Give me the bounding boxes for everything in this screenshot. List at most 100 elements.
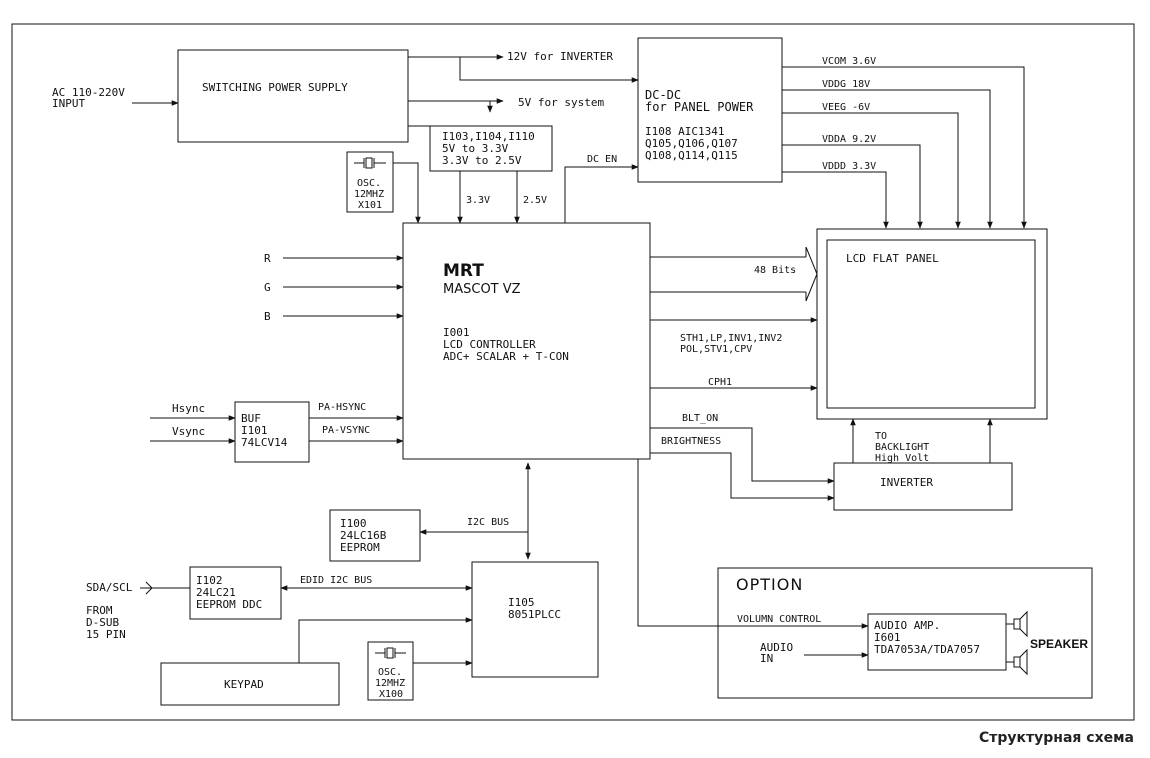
keypad-label: KEYPAD <box>224 678 264 691</box>
v12-label: 12V for INVERTER <box>507 50 613 63</box>
mcu-line-1: I105 <box>508 596 535 609</box>
dcdc-block <box>637 37 783 183</box>
from-label-2: D-SUB <box>86 616 119 629</box>
mrt-desc-2: LCD CONTROLLER <box>443 338 536 351</box>
regulator-line-1: I103,I104,I110 <box>442 130 535 143</box>
osc-top-line-1: OSC. <box>357 178 381 189</box>
mrt-block <box>402 222 651 460</box>
osc-bottom-line-3: X100 <box>379 689 403 700</box>
hsync-label: Hsync <box>172 402 205 415</box>
crystal-icon-bottom <box>375 647 406 659</box>
vddd-label: VDDD 3.3V <box>822 161 876 172</box>
audio-in-label-2: IN <box>760 652 773 665</box>
osc-top-line-3: X101 <box>358 200 382 211</box>
backlight-label-2: BACKLIGHT <box>875 442 929 453</box>
i2c-bus-label: I2C BUS <box>467 517 509 528</box>
osc-bottom-line-1: OSC. <box>378 667 402 678</box>
audio-amp-block <box>867 613 1007 671</box>
pa-hsync-label: PA-HSYNC <box>318 402 366 413</box>
mrt-subtitle: MASCOT VZ <box>443 282 521 297</box>
osc-top-block <box>346 151 394 213</box>
vdda-line <box>782 144 923 229</box>
eeprom-ddc-line-2: 24LC21 <box>196 586 236 599</box>
inverter-block <box>833 462 1013 511</box>
vdda-label: VDDA 9.2V <box>822 134 876 145</box>
input-b-label: B <box>264 310 271 323</box>
from-label-3: 15 PIN <box>86 628 126 641</box>
lcd-inner <box>826 239 1036 409</box>
bus-48-bits <box>650 246 818 302</box>
regulator-line-3: 3.3V to 2.5V <box>442 154 522 167</box>
mrt-desc-3: ADC+ SCALAR + T-CON <box>443 350 569 363</box>
speaker-label: SPEAKER <box>1030 637 1088 651</box>
eeprom-line-2: 24LC16B <box>340 529 387 542</box>
audio-amp-line-1: AUDIO AMP. <box>874 619 940 632</box>
buf-line-2: I101 <box>241 424 268 437</box>
eeprom-line-3: EEPROM <box>340 541 380 554</box>
sda-scl-label: SDA/SCL <box>86 581 133 594</box>
option-label: OPTION <box>736 575 803 594</box>
mcu-block <box>471 561 599 678</box>
audio-in-label-1: AUDIO <box>760 641 793 654</box>
v33-label: 3.3V <box>466 195 490 206</box>
v25-label: 2.5V <box>523 195 547 206</box>
ctrl-label-2: POL,STV1,CPV <box>680 344 752 355</box>
volume-label: VOLUMN CONTROL <box>737 614 821 625</box>
ac-input-label-2: INPUT <box>52 97 85 110</box>
audio-amp-line-3: TDA7053A/TDA7057 <box>874 643 980 656</box>
keypad-block <box>160 662 340 706</box>
pa-vsync-label: PA-VSYNC <box>322 425 370 436</box>
cph1-label: CPH1 <box>708 377 732 388</box>
blt-on-label: BLT_ON <box>682 413 718 424</box>
eeprom-block <box>329 509 421 562</box>
buf-line-3: 74LCV14 <box>241 436 288 449</box>
dcdc-title-2: for PANEL POWER <box>645 100 754 114</box>
osc-top-line-2: 12MHZ <box>354 189 384 200</box>
edid-bus-label: EDID I2C BUS <box>300 575 372 586</box>
input-r-label: R <box>264 252 271 265</box>
inverter-label: INVERTER <box>880 476 933 489</box>
backlight-label-3: High Volt <box>875 453 929 464</box>
regulator-line-2: 5V to 3.3V <box>442 142 509 155</box>
regulator-block <box>429 125 553 172</box>
input-g-label: G <box>264 281 271 294</box>
veeg-line <box>782 112 961 229</box>
dcdc-parts-1: I108 AIC1341 <box>645 125 724 138</box>
speaker-icon-2 <box>1013 648 1028 676</box>
veeg-label: VEEG -6V <box>822 102 870 113</box>
crystal-icon <box>354 157 386 169</box>
vddg-label: VDDG 18V <box>822 79 870 90</box>
eeprom-ddc-block <box>189 566 282 620</box>
lcd-label: LCD FLAT PANEL <box>846 252 939 265</box>
keypad-to-mcu <box>298 617 473 663</box>
osc-bottom-block <box>367 641 414 701</box>
vcom-line <box>782 66 1027 229</box>
dcdc-title-1: DC-DC <box>645 88 681 102</box>
mrt-desc-1: I001 <box>443 326 470 339</box>
mcu-line-2: 8051PLCC <box>508 608 561 621</box>
dcdc-parts-3: Q108,Q114,Q115 <box>645 149 738 162</box>
from-label-1: FROM <box>86 604 113 617</box>
brightness-label: BRIGHTNESS <box>661 436 721 447</box>
psu-label: SWITCHING POWER SUPPLY <box>202 81 348 94</box>
blt-on-line <box>650 427 835 484</box>
dc-en-line <box>564 164 639 223</box>
buf-line-1: BUF <box>241 412 261 425</box>
volume-line <box>637 459 869 629</box>
brightness-line <box>650 452 835 501</box>
mrt-title: MRT <box>443 261 484 281</box>
eeprom-line-1: I100 <box>340 517 367 530</box>
osc-bottom-line-2: 12MHZ <box>375 678 405 689</box>
psu-block <box>177 49 409 143</box>
dcdc-parts-2: Q105,Q106,Q107 <box>645 137 738 150</box>
ac-input-label-1: AC 110-220V <box>52 86 125 99</box>
speaker-icon <box>1013 610 1028 638</box>
caption: Структурная схема <box>979 730 1134 746</box>
buf-block <box>234 401 310 463</box>
dc-en-label: DC EN <box>587 154 617 165</box>
v5-label: 5V for system <box>518 96 604 109</box>
vcom-label: VCOM 3.6V <box>822 56 876 67</box>
osc-top-to-mrt <box>393 162 421 224</box>
vddg-line <box>782 89 993 229</box>
